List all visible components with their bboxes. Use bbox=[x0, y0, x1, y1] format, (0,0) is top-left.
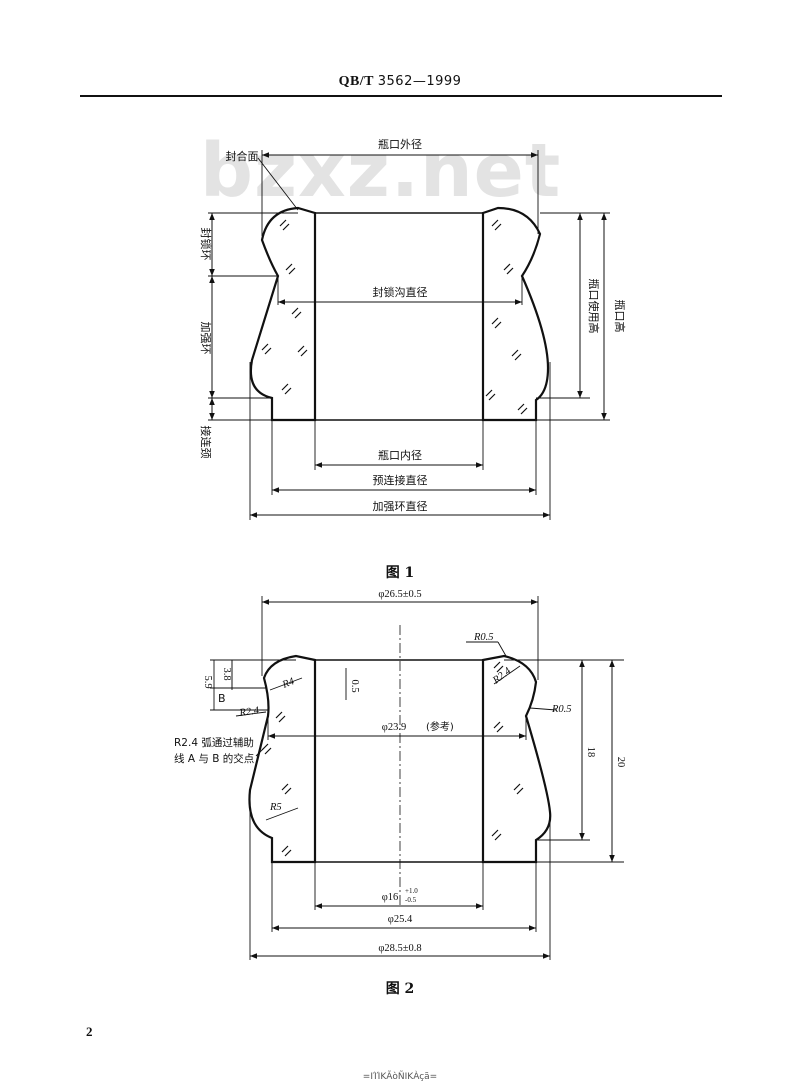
label-mouth-outer-diameter: 瓶口外径 bbox=[378, 137, 422, 151]
watermark: bzxz.net bbox=[200, 128, 562, 214]
label-locking-ring: 封锁环 bbox=[199, 228, 213, 261]
dim-reinforcing: φ28.5±0.8 bbox=[378, 943, 421, 954]
mark-b: B bbox=[218, 692, 226, 705]
dim-height-0-5: 0.5 bbox=[349, 679, 360, 692]
dim-height-20: 20 bbox=[615, 757, 626, 768]
figure-1-drawing bbox=[208, 150, 610, 520]
dim-groove-ref: (参考) bbox=[426, 720, 454, 733]
standard-code-prefix: QB/T bbox=[338, 74, 374, 89]
fig1-left-wall bbox=[249, 206, 317, 422]
radius-r0-5-top: R0.5 bbox=[473, 632, 494, 643]
label-sealing-surface: 封合面 bbox=[226, 149, 259, 163]
dim-height-3-8: 3.8 bbox=[221, 667, 232, 680]
figure-2-caption: 图 2 bbox=[385, 981, 415, 997]
dim-neck: φ25.4 bbox=[388, 914, 413, 925]
label-pre-connection-diameter: 预连接直径 bbox=[373, 473, 428, 487]
label-mouth-inner-diameter: 瓶口内径 bbox=[378, 448, 422, 462]
note-line-1: R2.4 弧通过辅助 bbox=[174, 736, 254, 749]
footer-text: =ΙΊΊΚÃὸÑΙΚÀçã= bbox=[362, 1072, 438, 1082]
dim-height-5-9: 5.9 bbox=[202, 675, 213, 688]
radius-r5: R5 bbox=[269, 802, 282, 813]
radius-r2-4-left: R2.4 bbox=[238, 705, 261, 719]
fig2-right-wall bbox=[481, 654, 552, 864]
radius-r0-5-side: R0.5 bbox=[551, 704, 572, 715]
dim-inner-tol-upper: +1.0 bbox=[405, 887, 418, 895]
label-locking-groove-diameter: 封锁沟直径 bbox=[373, 285, 428, 299]
figure-2-labels: φ26.5±0.5 φ23.9 (参考) φ16 +1.0 -0.5 φ25.4… bbox=[174, 589, 626, 954]
figure-2-drawing bbox=[210, 596, 624, 960]
dim-height-18: 18 bbox=[585, 747, 596, 758]
dim-inner-base: φ16 bbox=[382, 892, 399, 903]
dim-inner-tol-lower: -0.5 bbox=[405, 896, 417, 904]
label-reinforcing-ring-diameter: 加强环直径 bbox=[373, 499, 428, 513]
figure-1-caption: 图 1 bbox=[385, 565, 415, 581]
standard-code: QB/T 3562—1999 bbox=[0, 74, 800, 90]
fig2-left-wall bbox=[248, 654, 317, 864]
standard-code-number: 3562—1999 bbox=[377, 74, 462, 89]
label-mouth-height: 瓶口高 bbox=[613, 300, 627, 333]
header-rule bbox=[80, 95, 722, 97]
note-line-2: 线 A 与 B 的交点 bbox=[174, 752, 254, 765]
page-number: 2 bbox=[86, 1024, 93, 1039]
figure-1-labels: 瓶口外径 封合面 封锁沟直径 瓶口内径 预连接直径 加强环直径 封锁环 加强环 … bbox=[199, 137, 627, 513]
radius-r4: R4 bbox=[280, 676, 297, 691]
label-mouth-usable-height: 瓶口使用高 bbox=[587, 279, 601, 334]
label-reinforcing-ring: 加强环 bbox=[199, 322, 212, 355]
dim-groove: φ23.9 bbox=[382, 722, 406, 733]
dim-outer-top: φ26.5±0.5 bbox=[378, 589, 421, 600]
fig1-right-wall bbox=[481, 206, 550, 422]
label-connecting-neck: 接连颈 bbox=[199, 426, 212, 459]
